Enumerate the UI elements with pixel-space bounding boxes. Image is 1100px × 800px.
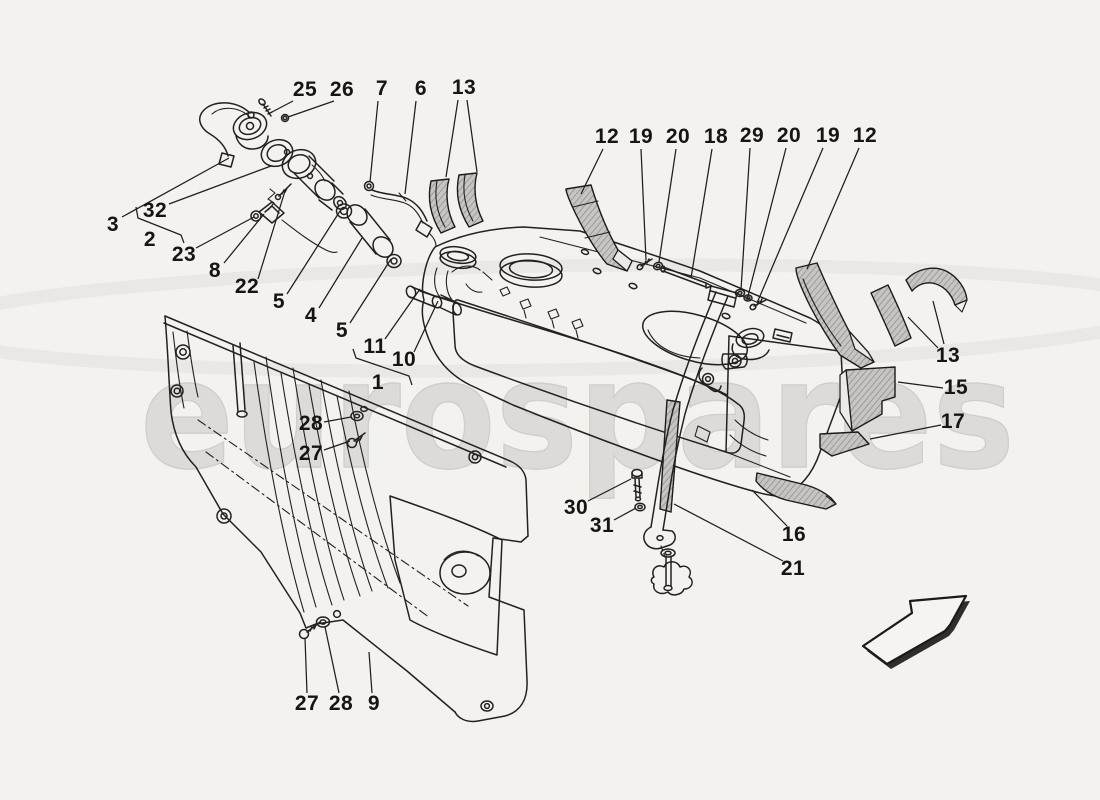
part-label: 21: [780, 557, 806, 580]
leader-line: [195, 216, 255, 249]
leader-line: [318, 237, 363, 309]
leader-line: [368, 651, 373, 694]
leader-line: [897, 381, 944, 389]
leader-line: [349, 258, 392, 324]
part-label: 31: [589, 514, 615, 537]
leader-line: [580, 148, 604, 195]
leader-line: [287, 100, 335, 118]
foam-pads-drawing: [428, 172, 968, 510]
leader-line: [304, 637, 308, 694]
pad-13-left-b: [456, 172, 484, 228]
leader-line: [286, 210, 341, 295]
part-label: 16: [781, 523, 807, 546]
leader-line: [932, 300, 945, 345]
part-label: 19: [815, 124, 841, 147]
filler-neck-assembly-drawing: [199, 98, 437, 269]
leader-line: [121, 157, 230, 218]
part-label: 27: [298, 442, 324, 465]
pad-16: [755, 472, 837, 510]
leader-line: [690, 148, 713, 279]
part-label: 10: [391, 348, 417, 371]
leader-line: [806, 147, 860, 270]
watermark-text: eurospares: [140, 329, 1015, 503]
part-label: 13: [451, 76, 477, 99]
leader-line: [740, 147, 751, 291]
part-label: 26: [329, 78, 355, 101]
part-label: 23: [171, 243, 197, 266]
part-label: 17: [940, 410, 966, 433]
part-label: 11: [363, 335, 387, 358]
pad-17: [819, 431, 870, 457]
part-label: 18: [703, 125, 729, 148]
part-label: 32: [142, 199, 168, 222]
leader-line: [658, 148, 677, 263]
leader-line: [869, 424, 942, 440]
leader-line: [640, 148, 647, 261]
leader-line: [466, 99, 478, 173]
part-label: 7: [375, 77, 389, 100]
part-label: 29: [739, 124, 765, 147]
leader-line: [369, 100, 379, 183]
part-label: 30: [563, 496, 589, 519]
leader-line: [756, 147, 824, 304]
part-label: 25: [292, 78, 318, 101]
leader-line: [613, 507, 637, 521]
bolt-washer-drawing: [631, 468, 646, 512]
leader-line: [323, 416, 352, 423]
group-bracket: [352, 348, 413, 386]
annotation-overlay: [121, 99, 970, 694]
part-label: 3: [106, 213, 120, 236]
leader-line: [223, 213, 265, 264]
part-label: 12: [852, 124, 878, 147]
part-label: 5: [272, 290, 286, 313]
leader-line: [404, 100, 417, 195]
part-label: 28: [298, 412, 324, 435]
leader-line: [384, 288, 421, 340]
part-label: 2: [143, 228, 157, 251]
pad-13-right-a: [870, 284, 912, 347]
part-label: 8: [208, 259, 222, 282]
line-art: [163, 98, 968, 723]
leader-line: [907, 316, 939, 349]
part-label: 13: [935, 344, 961, 367]
part-label: 5: [335, 319, 349, 342]
part-label: 20: [776, 124, 802, 147]
leader-line: [673, 503, 784, 562]
part-label: 12: [594, 125, 620, 148]
part-label: 27: [294, 692, 320, 715]
leader-line: [257, 190, 286, 280]
direction-arrow: [861, 594, 968, 666]
part-label: 22: [234, 275, 260, 298]
part-label: 6: [414, 77, 428, 100]
leader-line: [323, 440, 351, 451]
part-label: 20: [665, 125, 691, 148]
leader-line: [747, 147, 787, 297]
leader-line: [587, 478, 632, 502]
tank-strap-drawing: [643, 285, 738, 596]
part-label: 28: [328, 692, 354, 715]
part-label: 1: [371, 371, 385, 394]
strap-rod-fasteners-drawing: [636, 258, 767, 311]
leader-line: [751, 489, 788, 527]
group-bracket: [135, 206, 185, 244]
leader-line: [324, 626, 340, 694]
part-label: 4: [304, 304, 318, 327]
pad-12-left: [565, 184, 633, 272]
part-label: 9: [367, 692, 381, 715]
leader-line: [168, 165, 272, 205]
pad-13-left-a: [428, 178, 456, 234]
part-label: 19: [628, 125, 654, 148]
leader-line: [271, 100, 294, 113]
watermark-swoosh: [0, 258, 1100, 378]
leader-line: [445, 99, 459, 178]
heat-shield-drawing: [163, 315, 529, 723]
leader-line: [413, 300, 439, 353]
part-label: 15: [943, 376, 969, 399]
